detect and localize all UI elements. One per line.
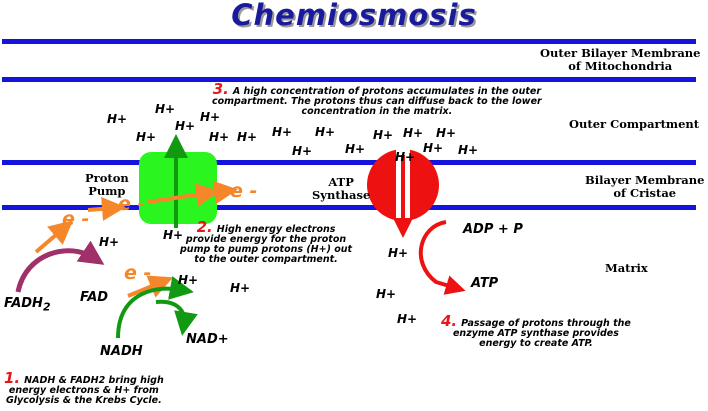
proton: H+ (345, 142, 366, 156)
note-4-number: 4. (441, 312, 458, 330)
proton: H+ (155, 102, 176, 116)
proton: H+ (230, 281, 251, 295)
proton: H+ (292, 144, 313, 158)
proton: H+ (136, 130, 157, 144)
proton: H+ (163, 228, 184, 242)
note-3-number: 3. (212, 80, 229, 98)
note-1-text: NADH & FADH2 bring high energy electrons… (6, 375, 164, 406)
proton: H+ (376, 287, 397, 301)
electron: e - (118, 193, 146, 215)
note-1-number: 1. (4, 369, 21, 387)
proton: H+ (388, 246, 409, 260)
proton: H+ (107, 112, 128, 126)
electron: e - (124, 262, 152, 284)
fadh2-subscript: 2 (42, 300, 51, 314)
proton: H+ (436, 126, 457, 140)
electron: e - (230, 180, 258, 202)
outer-compartment-label: Outer Compartment (569, 117, 700, 131)
proton: H+ (395, 150, 416, 164)
note-3: 3.A high concentration of protons accumu… (212, 82, 542, 117)
note-4-text: Passage of protons through the enzyme AT… (452, 318, 631, 349)
proton: H+ (200, 110, 221, 124)
fadh2-label: FADH2 (4, 296, 51, 314)
proton: H+ (99, 235, 120, 249)
proton: H+ (373, 128, 394, 142)
nadh-hplus-arrow (155, 299, 198, 336)
atp-synthase-label: ATP Synthase (312, 175, 371, 202)
matrix-label: Matrix (605, 261, 648, 275)
diagram-title: Chemiosmosis (231, 0, 477, 32)
proton: H+ (272, 125, 293, 139)
adp-to-atp-arrow (418, 220, 466, 295)
proton: H+ (315, 125, 336, 139)
note-2: 2.High energy electrons provide energy f… (180, 220, 353, 265)
proton: H+ (397, 312, 418, 326)
adp-p-label: ADP + P (463, 222, 523, 237)
fad-label: FAD (80, 290, 109, 305)
proton: H+ (403, 126, 424, 140)
electron-flow-arrow-2 (87, 196, 126, 221)
electron-flow-arrow-3 (147, 182, 220, 207)
note-3-text: A high concentration of protons accumula… (212, 86, 542, 117)
electron-flow-arrow-5 (127, 275, 174, 298)
proton: H+ (178, 273, 199, 287)
electron-flow-arrow-1 (34, 220, 74, 254)
cristae-membrane-top-line (2, 160, 696, 165)
proton: H+ (237, 130, 258, 144)
outer-membrane-bottom-line (2, 77, 696, 82)
proton: H+ (175, 119, 196, 133)
electron: e - (62, 208, 90, 230)
electron-flow-arrow-4 (209, 180, 238, 205)
outer-bilayer-label: Outer Bilayer Membrane of Mitochondria (540, 46, 701, 73)
proton: H+ (209, 130, 230, 144)
note-1: 1.NADH & FADH2 bring high energy electro… (4, 371, 164, 406)
cristae-membrane-bottom-line (2, 205, 696, 210)
proton: H+ (423, 141, 444, 155)
note-2-text: High energy electrons provide energy for… (180, 224, 353, 265)
atp-label: ATP (471, 276, 499, 291)
nadh-arrow (116, 276, 194, 339)
proton-pump-label: Proton Pump (85, 171, 129, 198)
outer-membrane-top-line (2, 39, 696, 44)
nad-plus-label: NAD+ (186, 332, 229, 347)
proton: H+ (458, 143, 479, 157)
nadh-label: NADH (100, 344, 143, 359)
note-2-number: 2. (196, 218, 213, 236)
cristae-bilayer-label: Bilayer Membrane of Cristae (585, 173, 705, 200)
fadh2-arrow (15, 240, 105, 293)
note-4: 4.Passage of protons through the enzyme … (441, 314, 631, 349)
